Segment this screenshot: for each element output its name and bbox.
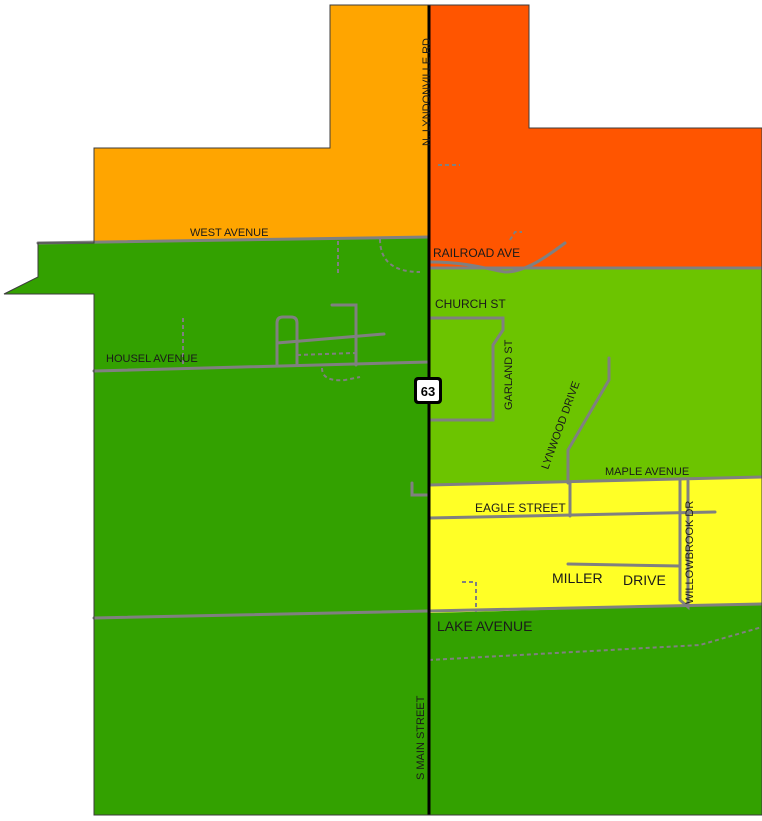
label-eagle-street: EAGLE STREET — [475, 501, 566, 515]
label-s-main-street: S MAIN STREET — [415, 695, 427, 780]
label-railroad-ave: RAILROAD AVE — [433, 246, 520, 260]
street-housel-connector — [275, 332, 386, 345]
label-drive: DRIVE — [623, 572, 666, 588]
label-n-lyndonville-rd: N. LYNDONVILLE RD — [421, 38, 433, 146]
street-west-avenue — [36, 235, 431, 245]
street-lynwood-drive — [566, 356, 611, 485]
street-railroad-ave-curve — [428, 241, 567, 274]
zone-west-south — [4, 238, 762, 815]
label-garland-st: GARLAND ST — [503, 339, 515, 410]
street-eagle-street — [427, 510, 717, 520]
dashed-path-mid — [296, 352, 356, 356]
map-outline — [3, 4, 762, 816]
route-shield: 63 — [414, 377, 442, 404]
dashed-paths — [182, 164, 762, 661]
dashed-path-housel-south — [321, 367, 361, 382]
zone-northwest — [94, 5, 429, 243]
dashed-path-yellow — [462, 581, 477, 612]
dashed-path-railroad — [509, 231, 522, 241]
label-willowbrook-dr: WILLOWBROOK DR — [684, 501, 696, 604]
route-shield-inner — [417, 380, 439, 401]
street-miller-drive — [566, 562, 682, 568]
label-miller: MILLER — [552, 570, 603, 586]
street-maple-avenue — [427, 475, 762, 487]
label-church-st: CHURCH ST — [435, 297, 506, 311]
street-network — [36, 235, 762, 620]
street-church-garland — [428, 316, 505, 422]
zone-northeast — [429, 5, 762, 268]
label-west-avenue: WEST AVENUE — [190, 227, 268, 239]
zone-central-east — [429, 268, 762, 485]
label-lake-avenue: LAKE AVENUE — [437, 618, 532, 634]
street-housel-avenue — [92, 360, 431, 373]
label-maple-avenue: MAPLE AVENUE — [605, 466, 689, 478]
dashed-path-west — [379, 238, 421, 273]
route-shield-number: 63 — [421, 384, 435, 399]
label-housel-avenue: HOUSEL AVENUE — [106, 353, 198, 365]
street-housel-east-loop — [330, 303, 358, 367]
street-willowbrook-dr — [678, 478, 690, 611]
zone-east-middle — [429, 478, 762, 613]
street-eagle-west-stub — [410, 481, 431, 497]
street-housel-loop — [275, 315, 299, 367]
